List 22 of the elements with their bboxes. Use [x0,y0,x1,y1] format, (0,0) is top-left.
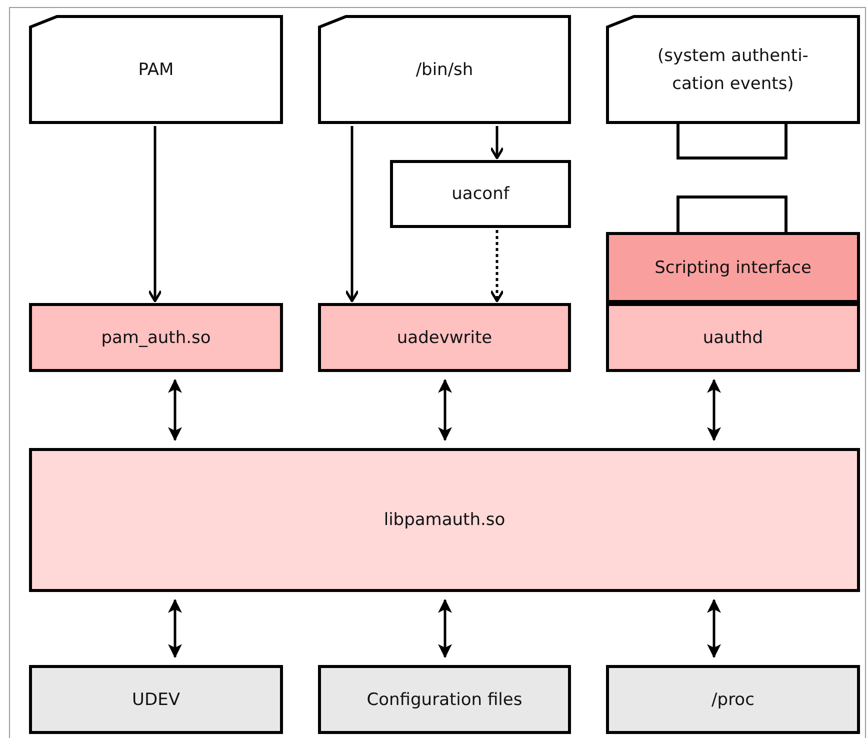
node-label: /bin/sh [416,58,474,82]
node-label: uauthd [702,326,764,350]
node-label: pam_auth.so [101,326,211,350]
node-label: uaconf [452,183,510,206]
node-label: UDEV [132,688,180,712]
arrow [168,598,182,658]
node-label: PAM [138,58,174,82]
arrow [707,598,721,658]
node-label: Scripting interface [654,256,812,280]
node-label: uadevwrite [396,326,492,350]
arrow [490,126,504,160]
node-label: Configuration files [366,688,522,712]
node-label: (system authenti- cation events) [656,44,810,96]
node-label: libpamauth.so [384,509,506,532]
arrow [438,378,452,442]
arrow [707,378,721,442]
arrow [148,126,162,302]
node-label: /proc [712,688,754,712]
arrow [438,598,452,658]
arrow [490,230,504,302]
arrow [168,378,182,442]
arrow [344,126,360,302]
